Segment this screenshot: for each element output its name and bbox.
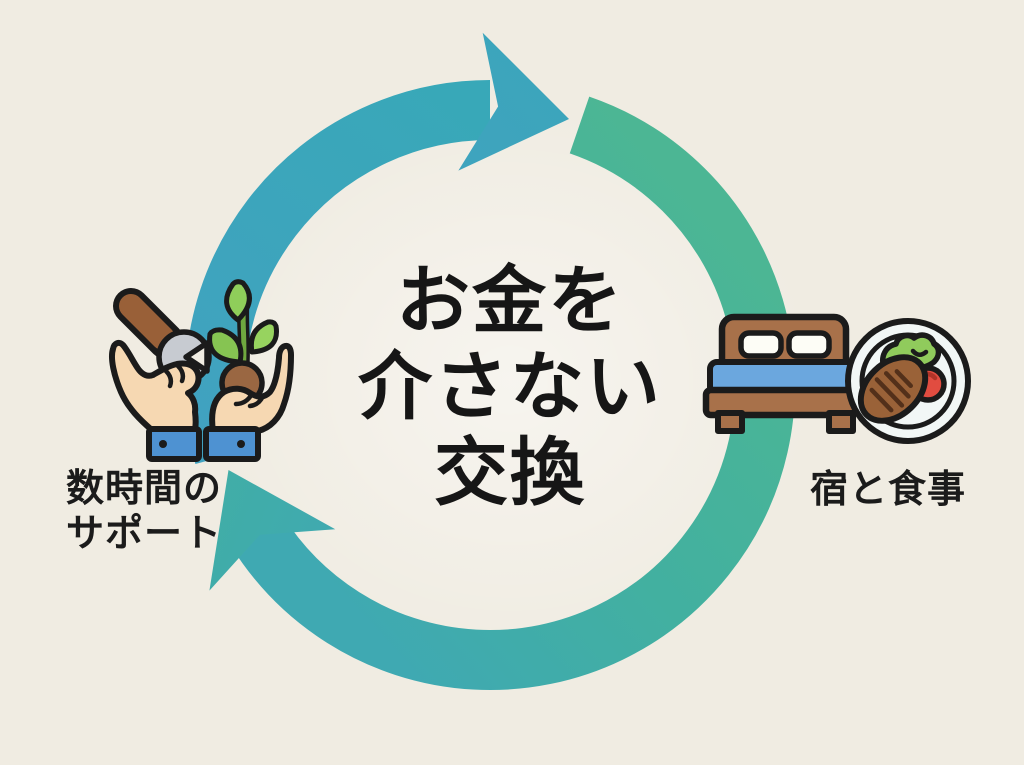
title-line-2: 介さない <box>358 344 662 430</box>
pillow-right <box>786 330 832 359</box>
cycle-arrows <box>185 32 796 690</box>
title-line-1: お金を <box>396 258 624 344</box>
steak <box>857 354 929 424</box>
label-support-line-2: サポート <box>66 511 223 555</box>
sleeve-cuffs <box>146 426 261 462</box>
label-lodging-meals: 宿と食事 <box>810 467 967 511</box>
right-hand <box>209 342 294 434</box>
bed-icon <box>702 313 860 434</box>
arrowhead-left-icon <box>209 470 336 591</box>
label-support-hours: 数時間の サポート <box>66 466 222 556</box>
pillow-left <box>738 330 784 359</box>
meal-plate-icon <box>845 318 971 444</box>
title-line-3: 交換 <box>434 430 586 516</box>
label-support-line-1: 数時間の <box>66 466 223 510</box>
hands-offering-icon <box>109 279 294 462</box>
cycle-arc-teal <box>185 80 491 464</box>
arrowhead-top-icon <box>458 32 569 171</box>
diagram-title: お金を 介さない 交換 <box>358 258 662 516</box>
cycle-arc-green <box>231 96 796 690</box>
